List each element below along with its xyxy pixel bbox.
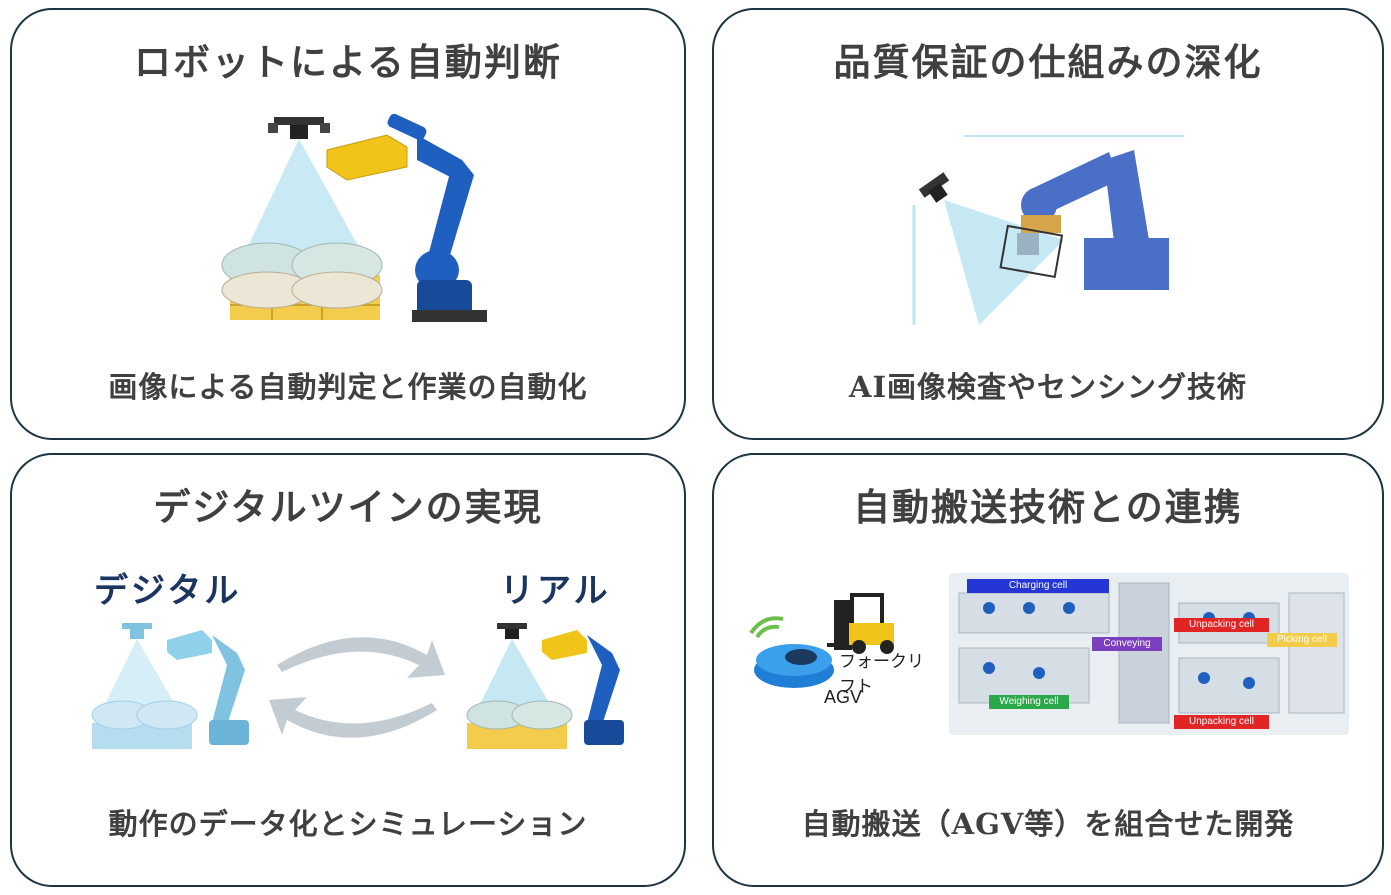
card-caption: 自動搬送（AGV等）を組合せた開発 bbox=[801, 807, 1295, 841]
card-title: ロボットによる自動判断 bbox=[134, 40, 562, 84]
card-title: 自動搬送技術との連携 bbox=[853, 485, 1243, 529]
camera-icon bbox=[918, 172, 950, 203]
factory-layout-illustration: Charging cell Unpacking cell Conveying P… bbox=[949, 573, 1349, 735]
camera-icon bbox=[268, 117, 330, 139]
card-caption: 画像による自動判定と作業の自動化 bbox=[108, 370, 588, 404]
picking-cell-label: Picking cell bbox=[1267, 633, 1337, 647]
card-caption: 動作のデータ化とシミュレーション bbox=[108, 807, 588, 841]
charging-cell-label: Charging cell bbox=[967, 579, 1109, 593]
digital-robot-illustration bbox=[91, 623, 249, 749]
inspection-illustration bbox=[912, 135, 1184, 325]
agv-forklift-illustration: フォークリフト AGV bbox=[739, 575, 939, 715]
conveying-label: Conveying bbox=[1092, 637, 1162, 651]
robot-arm bbox=[387, 113, 487, 322]
real-robot-illustration bbox=[466, 623, 624, 749]
card-title: デジタルツインの実現 bbox=[153, 485, 543, 529]
forklift-icon bbox=[827, 593, 894, 654]
robot-vision-illustration bbox=[221, 113, 487, 322]
held-box bbox=[326, 134, 408, 181]
digital-label: デジタル bbox=[94, 571, 242, 611]
agv-label: AGV bbox=[824, 687, 863, 707]
card-title: 品質保証の仕組みの深化 bbox=[833, 40, 1263, 84]
card-caption: AI画像検査やセンシング技術 bbox=[848, 370, 1248, 404]
card-robot-judgment: ロボットによる自動判断 bbox=[10, 8, 686, 440]
card-agv-integration: 自動搬送技術との連携 フォークリフト AGV bbox=[712, 453, 1384, 887]
robot-arm bbox=[1021, 150, 1169, 290]
unpacking-cell-bottom-label: Unpacking cell bbox=[1174, 715, 1269, 729]
forklift-label: フォークリフト bbox=[839, 652, 924, 696]
card-quality-assurance: 品質保証の仕組みの深化 AI画像検査やセンシング技術 bbox=[712, 8, 1384, 440]
card-digital-twin: デジタルツインの実現 デジタル リアル 動作のデータ化とシミュレーション bbox=[10, 453, 686, 887]
real-label: リアル bbox=[500, 571, 611, 611]
sacks bbox=[221, 242, 383, 309]
workpiece bbox=[999, 224, 1064, 279]
sync-arrows-icon bbox=[269, 637, 445, 738]
agv-icon bbox=[749, 616, 834, 688]
unpacking-cell-top-label: Unpacking cell bbox=[1174, 618, 1269, 632]
weighing-cell-label: Weighing cell bbox=[989, 695, 1069, 709]
